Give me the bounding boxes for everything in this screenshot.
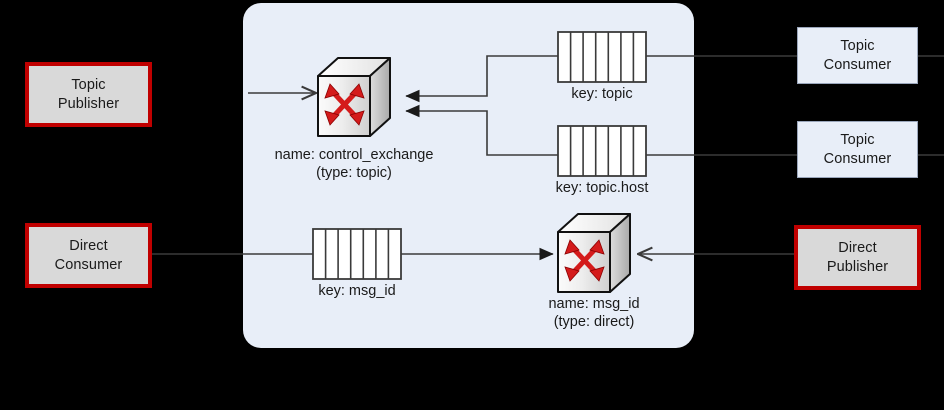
msg-id-exchange-switch-icon [557, 213, 631, 293]
control-exchange-name: name: control_exchange [274, 147, 434, 163]
queue-topic-host [557, 125, 647, 177]
direct-consumer-box[interactable]: Direct Consumer [25, 223, 152, 288]
direct-consumer-label-line-2: Consumer [54, 256, 123, 273]
queue-topic-host-label: key: topic.host [555, 180, 649, 196]
queue-msg-id [312, 228, 402, 280]
topic-consumer-2-label-line-1: Topic [840, 131, 875, 148]
msg-id-exchange-name: name: msg_id [548, 296, 640, 312]
topic-consumer-1-label-line-2: Consumer [823, 56, 892, 73]
topic-publisher-label-line-1: Topic [71, 76, 106, 93]
msg-id-exchange-type: (type: direct) [553, 314, 635, 330]
topic-consumer-1-label-line-1: Topic [840, 37, 875, 54]
direct-publisher-label-line-1: Direct [838, 239, 877, 256]
queue-topic-label: key: topic [571, 86, 633, 102]
control-exchange-switch-icon [317, 57, 391, 137]
topic-consumer-box-1[interactable]: Topic Consumer [797, 27, 918, 84]
topic-publisher-label-line-2: Publisher [57, 95, 120, 112]
control-exchange-caption: name: control_exchange (type: topic) [244, 146, 464, 182]
control-exchange-type: (type: topic) [316, 165, 392, 181]
direct-consumer-label-line-1: Direct [69, 237, 108, 254]
queue-topic [557, 31, 647, 83]
msg-id-exchange-caption: name: msg_id (type: direct) [504, 295, 684, 331]
topic-consumer-box-2[interactable]: Topic Consumer [797, 121, 918, 178]
topic-publisher-box[interactable]: Topic Publisher [25, 62, 152, 127]
topic-consumer-2-label-line-2: Consumer [823, 150, 892, 167]
queue-msg-id-label: key: msg_id [318, 283, 396, 299]
direct-publisher-label-line-2: Publisher [826, 258, 889, 275]
direct-publisher-box[interactable]: Direct Publisher [794, 225, 921, 290]
